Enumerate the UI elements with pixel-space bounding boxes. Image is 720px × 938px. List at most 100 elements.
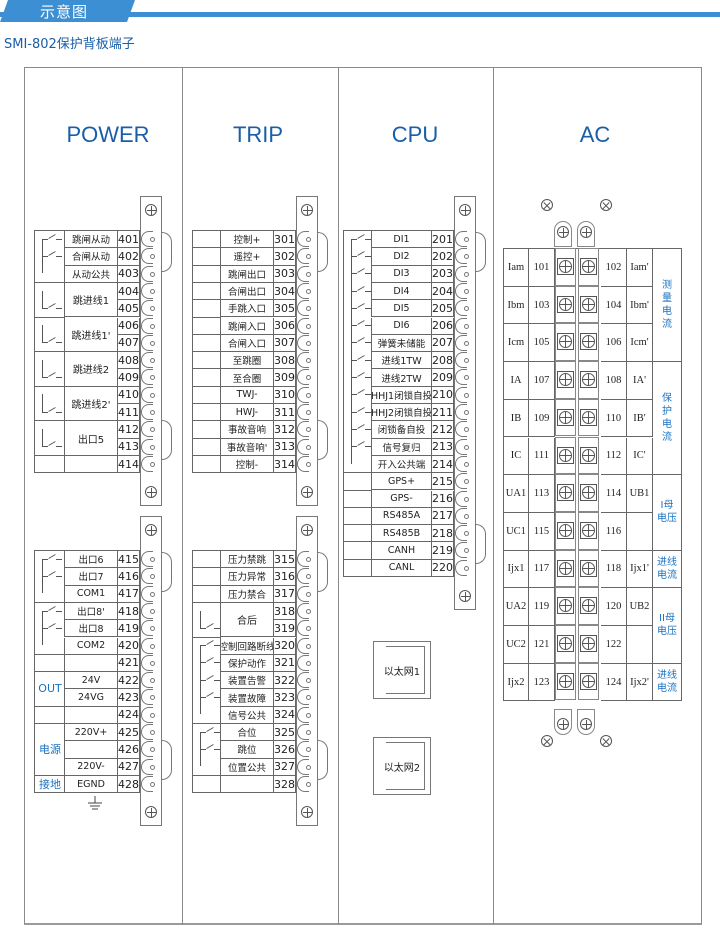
trip-lower-pin	[297, 689, 309, 706]
cpu-row-label: RS485A	[372, 507, 432, 526]
trip-upper-row: 控制-314	[193, 455, 296, 474]
trip-lower-contact-lead	[214, 627, 220, 629]
trip-upper-row: TWJ-310	[193, 386, 296, 404]
cpu-pin-dot-icon	[464, 548, 469, 554]
trip-lower-contact-lead	[214, 662, 220, 664]
power-lower-row-label: 出口7	[65, 568, 118, 586]
cpu-pin	[455, 421, 467, 438]
power-upper-pin	[141, 300, 153, 317]
power-upper-contact-line	[42, 394, 43, 412]
power-upper-pin-dot-icon	[150, 375, 155, 381]
trip-lower-pin-dot-icon	[306, 712, 311, 718]
cpu-pin-dot-icon	[464, 288, 469, 294]
ac-right-terminal-number: 106	[601, 324, 627, 363]
trip-upper-terminal-number: 309	[274, 369, 296, 387]
trip-lower-contact-lead	[214, 645, 220, 647]
trip-upper-row: HWJ-311	[193, 404, 296, 422]
cpu-terminal-number: 208	[432, 352, 454, 370]
power-upper-terminal-number: 406	[118, 317, 140, 335]
trip-upper-row-switch-cell	[193, 352, 221, 370]
power-lower-row-label: COM1	[65, 585, 118, 603]
cpu-row-label: HHJ1闭锁自投	[372, 386, 432, 404]
trip-lower-pin-dot-icon	[306, 574, 311, 580]
power-lower-pin	[141, 551, 153, 567]
cpu-terminal-number: 211	[432, 404, 454, 422]
power-upper-row-switch-cell	[35, 248, 65, 266]
ac-left-terminal-number: 105	[529, 324, 555, 363]
cpu-row-label: DI1	[372, 231, 432, 249]
ac-screw-icon	[582, 561, 595, 575]
power-upper-row: 412	[35, 421, 140, 439]
trip-lower-row-label: 压力禁合	[221, 585, 274, 603]
trip-upper-separator	[193, 420, 221, 422]
trip-lower-contact-line	[200, 645, 201, 715]
ac-left-label: Icm	[504, 324, 529, 363]
cpu-pin-dot-icon	[464, 392, 469, 398]
power-upper-row-label: 合闸从动	[65, 248, 118, 266]
trip-upper-row-switch-cell	[193, 404, 221, 422]
column-title-trip: TRIP	[232, 122, 284, 147]
ac-right-label	[627, 512, 653, 551]
trip-lower-contact-lead	[214, 697, 220, 699]
ac-left-label: UA2	[504, 588, 529, 626]
power-lower-separator	[35, 601, 65, 603]
power-upper-contact-lead	[42, 307, 48, 309]
trip-upper-pin-dot-icon	[306, 237, 311, 242]
power-lower-contact-lead	[56, 558, 62, 560]
ac-right-label: IC'	[627, 437, 653, 476]
trip-lower-row-label: 压力异常	[221, 568, 274, 586]
cpu-terminal-number: 209	[432, 369, 454, 387]
trip-upper-terminal-number: 307	[274, 334, 296, 353]
trip-upper-pin-dot-icon	[306, 461, 311, 467]
ac-right-label: IB'	[627, 399, 653, 438]
power-lower-pin	[141, 758, 153, 775]
cpu-row-label: DI2	[372, 248, 432, 266]
cpu-terminal-number: 213	[432, 438, 454, 456]
ethernet-port-2: 以太网2	[373, 737, 431, 795]
cpu-mount-screw-icon	[459, 204, 471, 216]
power-lower-terminal-number: 416	[118, 568, 140, 586]
trip-lower-row-switch-cell	[193, 706, 221, 724]
power-lower-contact-lead	[42, 610, 48, 612]
trip-lower-terminal-number: 328	[274, 775, 296, 794]
ac-screw-icon	[559, 335, 572, 349]
ac-screw-icon	[582, 523, 595, 537]
trip-upper-pin	[297, 404, 309, 420]
ac-right-label	[627, 626, 653, 664]
power-upper-pin-dot-icon	[150, 323, 155, 329]
header-title: 示意图	[40, 3, 89, 21]
trip-lower-row-label: 装置故障	[221, 689, 274, 707]
ac-screw-icon	[559, 561, 572, 575]
ac-terminal-screw	[580, 333, 597, 351]
trip-lower-row: 318	[193, 602, 296, 621]
power-lower-row: 426	[35, 741, 140, 759]
power-upper-terminal-number: 403	[118, 265, 140, 283]
ac-screw-icon	[559, 674, 572, 688]
cpu-contact-lead	[351, 342, 357, 344]
trip-upper-row-label: 事故音响	[221, 421, 274, 439]
power-upper-terminal-number: 401	[118, 231, 140, 249]
cpu-row-label: HHJ2闭锁自投	[372, 404, 432, 422]
power-upper-pin-dot-icon	[150, 427, 155, 433]
trip-upper-row: 控制+301	[193, 231, 296, 249]
power-upper-row: 404	[35, 282, 140, 301]
ac-left-label: Ijx1	[504, 550, 529, 589]
cpu-contact-lead	[351, 325, 357, 327]
trip-lower-pin-dot-icon	[306, 660, 311, 666]
power-upper-contact-lead	[56, 411, 62, 413]
cpu-pin-dot-icon	[464, 410, 469, 415]
cpu-row-label: GPS-	[372, 490, 432, 508]
trip-lower-contact-line	[200, 610, 201, 628]
trip-upper-separator	[193, 385, 221, 387]
backplate-frame	[24, 67, 702, 925]
header-bar	[0, 12, 720, 17]
trip-lower-pin-dot-icon	[306, 781, 311, 787]
cpu-pin-dot-icon	[464, 531, 469, 537]
